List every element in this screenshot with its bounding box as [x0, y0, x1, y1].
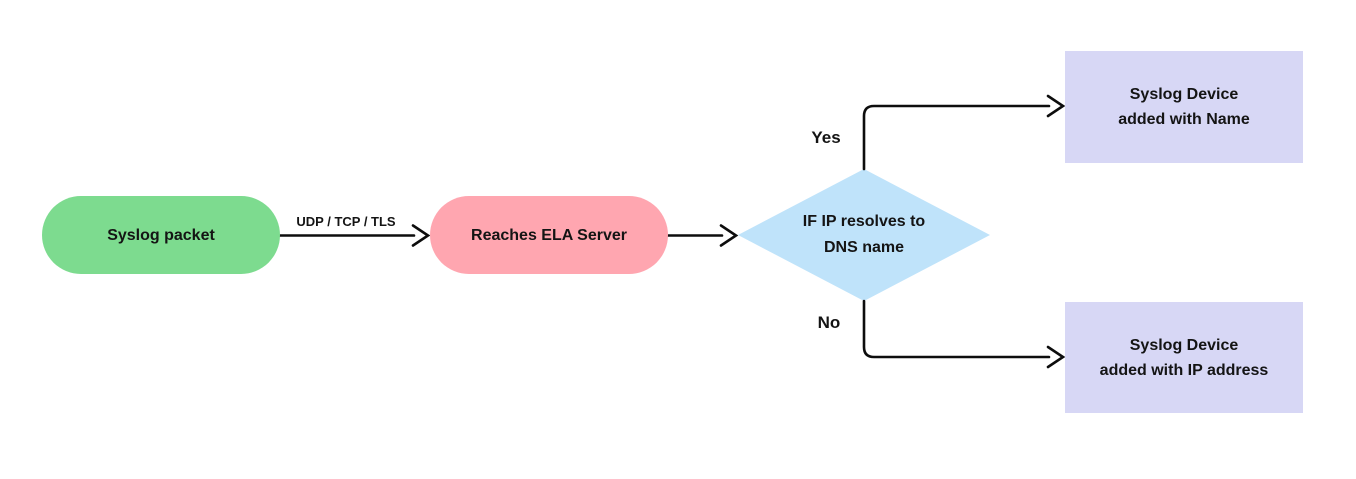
yes-result-line-2: added with Name — [1118, 111, 1250, 128]
arrow-decision-no — [862, 299, 1066, 369]
no-result-line-1: Syslog Device — [1129, 336, 1239, 354]
decision-node-label: IF IP resolves to DNS name — [744, 169, 984, 301]
yes-result-node: Syslog Device added with Name — [1065, 51, 1303, 163]
no-result-line-2: added with IP address — [1099, 361, 1269, 379]
decision-line-1: IF IP resolves to — [802, 213, 926, 230]
edge-label-yes-text: Yes — [811, 128, 841, 147]
edge-label-no: No — [794, 313, 864, 333]
server-node: Reaches ELA Server — [430, 196, 668, 274]
arrowhead-icon — [1046, 345, 1066, 369]
arrowhead-icon — [1046, 94, 1066, 118]
start-node-label: Syslog packet — [107, 226, 215, 244]
edge-label-yes: Yes — [791, 128, 861, 148]
start-node: Syslog packet — [42, 196, 280, 274]
yes-result-line-1: Syslog Device — [1129, 86, 1239, 103]
server-node-label: Reaches ELA Server — [471, 226, 627, 244]
arrow-server-to-decision — [666, 224, 739, 247]
edge-label-transport: UDP / TCP / TLS — [281, 214, 411, 229]
arrow-elbow — [862, 299, 1051, 359]
decision-line-2: DNS name — [823, 239, 905, 256]
edge-label-no-text: No — [817, 313, 841, 332]
arrowhead-icon — [719, 224, 739, 247]
arrow-decision-yes — [862, 94, 1066, 171]
arrowhead-icon — [411, 224, 431, 247]
no-result-node: Syslog Device added with IP address — [1065, 302, 1303, 413]
arrow-elbow — [862, 104, 1051, 171]
edge-label-transport-text: UDP / TCP / TLS — [296, 214, 396, 229]
arrow-start-to-server — [278, 224, 431, 247]
decision-diamond-shape — [738, 169, 990, 301]
